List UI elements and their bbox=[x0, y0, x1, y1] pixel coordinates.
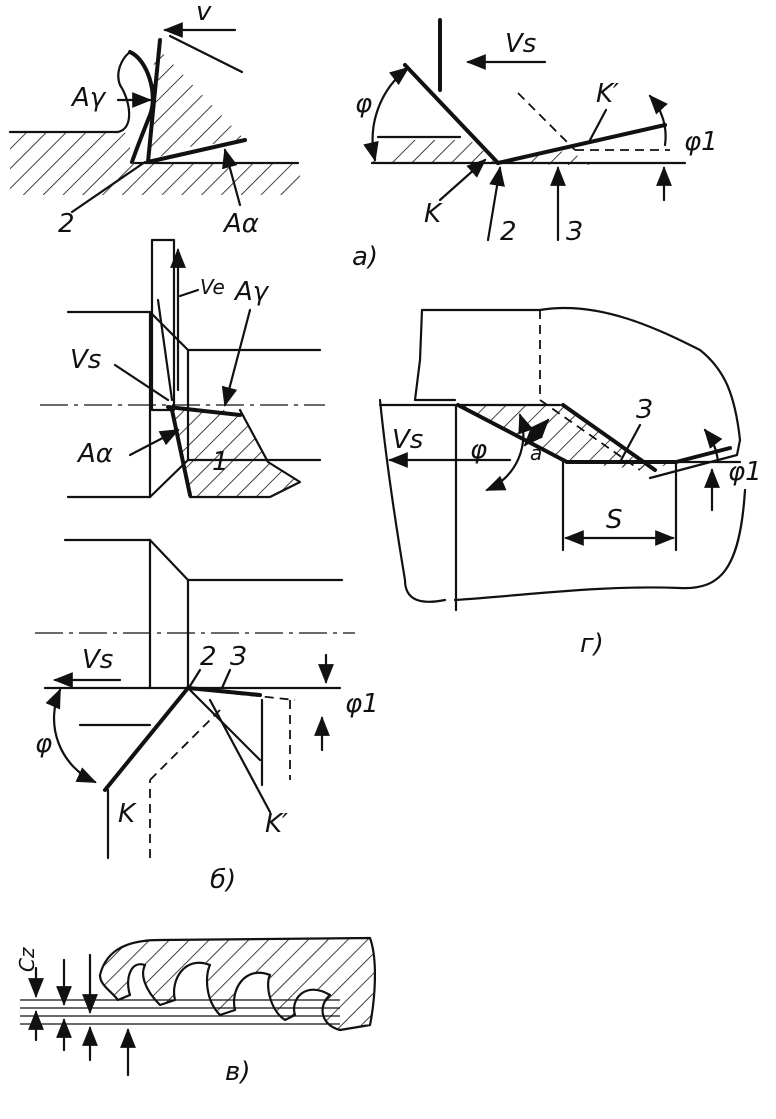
tool-inner-line-b bbox=[156, 298, 174, 402]
tool-aux-edge-b2 bbox=[186, 686, 262, 697]
rake-face-b bbox=[166, 405, 242, 417]
workpiece-contour-b-1 bbox=[148, 310, 322, 352]
label-phi1-a: φ1 bbox=[684, 127, 718, 157]
tool-main-edge bbox=[403, 63, 500, 165]
label-phi-b: φ bbox=[35, 729, 52, 759]
figure-b-bottom: Vs φ 2 З φ1 K K′ б) bbox=[35, 538, 379, 895]
phi-arc-a bbox=[363, 66, 410, 162]
label-vs-b: Vs bbox=[70, 345, 101, 375]
label-1: 1 bbox=[212, 447, 229, 477]
workpiece-contour-b-4 bbox=[148, 458, 190, 499]
leader-2-left bbox=[70, 160, 147, 214]
chip-outline-inner bbox=[128, 50, 155, 164]
label-3-a: З bbox=[566, 217, 583, 247]
label-a-gamma-top: Aγ bbox=[70, 83, 107, 113]
phi1-arc-a-top bbox=[648, 94, 668, 147]
label-vs-b2: Vs bbox=[82, 645, 113, 675]
label-2-b: 2 bbox=[200, 642, 217, 672]
phi-arc-b bbox=[45, 688, 97, 784]
tool-body-hatch bbox=[148, 45, 245, 162]
tool-teeth-hatch bbox=[100, 938, 375, 1030]
label-2-left: 2 bbox=[58, 209, 75, 239]
tool-main-edge-b2 bbox=[103, 686, 190, 792]
figure-a-left: v Aγ 2 Aα bbox=[8, 0, 300, 239]
label-3-g: З bbox=[636, 395, 653, 425]
tool-break-outline bbox=[420, 306, 742, 480]
tool-body-1-outline bbox=[188, 408, 302, 499]
aux-edge-g bbox=[674, 446, 732, 464]
caption-a: а) bbox=[352, 242, 378, 272]
label-ve: Ve bbox=[200, 275, 225, 299]
label-a-alpha-b: Aα bbox=[76, 439, 113, 469]
caption-v: в) bbox=[225, 1057, 250, 1087]
a-gamma-b-leader bbox=[221, 308, 252, 407]
a-alpha-leader bbox=[222, 148, 242, 207]
leader-3-b bbox=[220, 668, 232, 690]
dash-b2-4 bbox=[219, 691, 296, 701]
figure-b-top: Ve 1 Aγ Vs Aα bbox=[40, 238, 325, 499]
label-k-b: K bbox=[118, 799, 137, 829]
vs-b-leader bbox=[113, 363, 170, 402]
caption-g: г) bbox=[580, 629, 604, 659]
label-phi1-g: φ1 bbox=[728, 457, 762, 487]
a-alpha-b-leader bbox=[128, 428, 180, 457]
tool-teeth-outline bbox=[98, 936, 376, 1032]
phi1-arc-g bbox=[703, 428, 723, 464]
tool-left-edge-g bbox=[413, 308, 424, 402]
label-cz: Cz bbox=[15, 947, 39, 972]
workpiece-step-b2 bbox=[148, 538, 190, 690]
a-thickness-arrows bbox=[523, 418, 550, 447]
label-phi1-b: φ1 bbox=[345, 689, 379, 719]
label-3-b: З bbox=[230, 642, 247, 672]
label-v: v bbox=[196, 0, 212, 27]
dashed-prev-position bbox=[517, 92, 576, 151]
chip-outline-outer bbox=[116, 50, 132, 134]
figure-a-right: Vs φ K′ φ1 K 2 З а) bbox=[352, 18, 718, 272]
k-prime-leader-a bbox=[588, 108, 608, 142]
flank-face-b bbox=[170, 408, 192, 497]
tool-aux-edge bbox=[496, 123, 667, 165]
label-phi-g: φ bbox=[470, 435, 487, 465]
k-leader-a bbox=[438, 158, 487, 202]
label-k-a: K bbox=[424, 199, 443, 229]
phi-arc-g bbox=[485, 413, 534, 492]
label-2-a-right: 2 bbox=[500, 217, 517, 247]
workpiece-break-bottom bbox=[453, 488, 747, 602]
tool-shank-b bbox=[150, 238, 176, 412]
k-prime-leader-b bbox=[208, 698, 272, 814]
workpiece-break-left bbox=[378, 398, 447, 603]
ve-leader bbox=[178, 288, 200, 298]
leader-2-a-right bbox=[486, 166, 505, 242]
cut-layer-edge-2 bbox=[561, 403, 657, 472]
label-a-gamma-b: Aγ bbox=[233, 277, 270, 307]
label-vs-g: Vs bbox=[392, 425, 423, 455]
workpiece-hatch-a-right-2 bbox=[498, 150, 590, 165]
tool-edges bbox=[146, 38, 247, 164]
leader-3-g bbox=[618, 423, 642, 464]
label-a-g: a bbox=[530, 441, 542, 465]
label-s: S bbox=[606, 505, 623, 535]
tool-body-1-hatch bbox=[172, 410, 300, 497]
figure-v: Cz в) bbox=[15, 936, 376, 1087]
caption-b: б) bbox=[210, 865, 236, 895]
label-k-prime-b: K′ bbox=[265, 809, 288, 839]
label-phi-a: φ bbox=[355, 89, 372, 119]
tool-back-edge bbox=[168, 34, 244, 74]
figure-g: Vs φ a З φ1 S г) bbox=[378, 306, 762, 659]
leader-2-b bbox=[188, 668, 202, 688]
label-vs-a: Vs bbox=[505, 29, 536, 59]
label-a-alpha-top: Aα bbox=[222, 209, 259, 239]
label-k-prime-a: K′ bbox=[596, 79, 619, 109]
dash-b2-2 bbox=[149, 709, 221, 781]
